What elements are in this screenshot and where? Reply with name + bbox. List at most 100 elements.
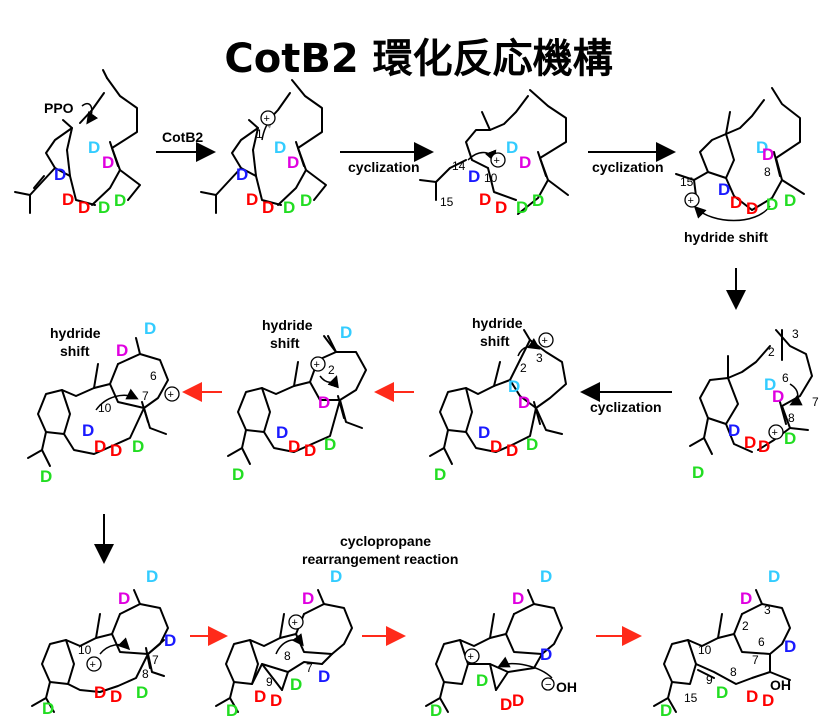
svg-text:+: + <box>314 359 320 371</box>
atom-number: 7 <box>152 653 159 667</box>
deuterium-green: D <box>784 429 796 448</box>
deuterium-red: D <box>110 687 122 706</box>
atom-number: 2 <box>328 363 335 377</box>
atom-number: 2 <box>742 619 749 633</box>
svg-text:+: + <box>264 113 270 125</box>
deuterium-green: D <box>434 465 446 484</box>
deuterium-blue: D <box>784 637 796 656</box>
deuterium-cyan: D <box>508 377 520 396</box>
deuterium-red: D <box>746 687 758 706</box>
molecule-product <box>653 589 791 713</box>
deuterium-cyan: D <box>768 567 780 586</box>
atom-number: 8 <box>284 649 291 663</box>
deuterium-magenta: D <box>519 153 531 172</box>
atom-number: 9 <box>706 673 713 687</box>
deuterium-red: D <box>62 190 74 209</box>
atom-number: 10 <box>698 643 712 657</box>
deuterium-blue: D <box>82 421 94 440</box>
deuterium-red: D <box>758 437 770 456</box>
atom-number: 7 <box>752 653 759 667</box>
molecule-intermediate-5: + <box>689 329 813 455</box>
hydride-label: hydride <box>472 315 523 331</box>
deuterium-green: D <box>42 699 54 718</box>
deuterium-red: D <box>78 198 90 217</box>
deuterium-cyan: D <box>764 375 776 394</box>
atom-number: 7 <box>142 389 149 403</box>
page-title: CotB2 環化反応機構 <box>224 36 613 82</box>
deuterium-red: D <box>506 441 518 460</box>
deuterium-red: D <box>746 199 758 218</box>
deuterium-blue: D <box>540 645 552 664</box>
svg-text:+: + <box>688 195 694 207</box>
deuterium-blue: D <box>718 180 730 199</box>
molecule-allyl-cation: + <box>200 79 327 214</box>
molecule-intermediate-7: + <box>227 335 367 465</box>
atom-number: 2 <box>768 345 775 359</box>
deuterium-magenta: D <box>762 145 774 164</box>
deuterium-green: D <box>324 435 336 454</box>
deuterium-blue: D <box>54 165 66 184</box>
atom-number: 6 <box>782 371 789 385</box>
deuterium-blue: D <box>276 423 288 442</box>
atom-number: 15 <box>680 175 694 189</box>
deuterium-magenta: D <box>287 153 299 172</box>
deuterium-red: D <box>270 691 282 710</box>
hydride-shift-label: hydride shift <box>684 229 768 245</box>
deuterium-magenta: D <box>772 387 784 406</box>
deuterium-green: D <box>784 191 796 210</box>
atom-number: 2 <box>520 361 527 375</box>
deuterium-red: D <box>479 190 491 209</box>
deuterium-red: D <box>288 437 300 456</box>
deuterium-green: D <box>290 675 302 694</box>
deuterium-blue: D <box>318 667 330 686</box>
hydride-label: hydride <box>50 325 101 341</box>
ppo-label: PPO <box>44 100 74 116</box>
atom-number: 10 <box>484 171 498 185</box>
shift-label: shift <box>270 335 300 351</box>
hydroxyl-label: OH <box>770 677 791 693</box>
deuterium-cyan: D <box>540 567 552 586</box>
atom-number: 14 <box>452 159 466 173</box>
deuterium-blue: D <box>236 165 248 184</box>
deuterium-green: D <box>766 195 778 214</box>
deuterium-cyan: D <box>340 323 352 342</box>
cyclization-label: cyclization <box>348 159 420 175</box>
deuterium-cyan: D <box>756 138 768 157</box>
deuterium-green: D <box>532 191 544 210</box>
svg-text:+: + <box>292 617 298 629</box>
deuterium-cyan: D <box>274 138 286 157</box>
deuterium-blue: D <box>164 631 176 650</box>
molecule-macrocycle-cation: + <box>419 89 569 215</box>
deuterium-magenta: D <box>302 589 314 608</box>
svg-text:−: − <box>545 679 551 691</box>
shift-label: shift <box>480 333 510 349</box>
molecule-ggpp <box>14 69 141 214</box>
molecule-final-cation: + − <box>425 589 563 713</box>
deuterium-cyan: D <box>88 138 100 157</box>
deuterium-red: D <box>730 193 742 212</box>
svg-text:+: + <box>542 335 548 347</box>
molecule-bicyclic-cation: + <box>675 87 805 222</box>
deuterium-cyan: D <box>330 567 342 586</box>
atom-number: 6 <box>150 369 157 383</box>
deuterium-red: D <box>762 691 774 710</box>
deuterium-red: D <box>94 683 106 702</box>
deuterium-magenta: D <box>318 393 330 412</box>
molecule-intermediate-9: + <box>31 589 169 713</box>
atom-number: 6 <box>758 635 765 649</box>
atom-number: 3 <box>764 603 771 617</box>
atom-number: 8 <box>764 165 771 179</box>
hydride-label: hydride <box>262 317 313 333</box>
deuterium-green: D <box>660 701 672 720</box>
deuterium-red: D <box>254 687 266 706</box>
molecule-intermediate-8: + <box>27 337 180 467</box>
atom-number: 15 <box>440 195 454 209</box>
atom-number: 8 <box>730 665 737 679</box>
deuterium-blue: D <box>478 423 490 442</box>
atom-number: 3 <box>792 327 799 341</box>
svg-text:+: + <box>90 659 96 671</box>
deuterium-red: D <box>490 437 502 456</box>
cyclopropane-label: cyclopropane <box>340 533 431 549</box>
deuterium-magenta: D <box>116 341 128 360</box>
